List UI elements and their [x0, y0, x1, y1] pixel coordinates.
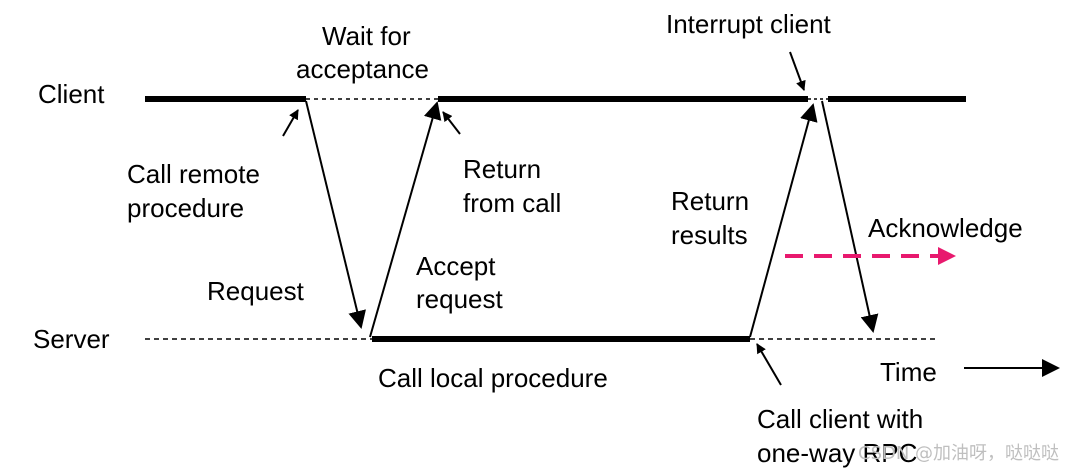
request-arrow — [305, 100, 366, 329]
server-lane-label: Server — [33, 324, 110, 354]
interrupt-client-pointer-arrow — [789, 51, 806, 91]
time-label: Time — [880, 357, 937, 387]
client-lane-label: Client — [38, 79, 105, 109]
acknowledge-label: Acknowledge — [868, 213, 1023, 243]
accept-request-label-line2: request — [416, 284, 503, 314]
wait-for-label-line1: Wait for — [322, 21, 411, 51]
request-label: Request — [207, 276, 305, 306]
call-remote-label-line1: Call remote — [127, 159, 260, 189]
call-client-label-line2: one-way RPC — [757, 438, 917, 468]
call-client-label-line1: Call client with — [757, 404, 923, 434]
accept-request-label-line1: Accept — [416, 251, 496, 281]
return-from-call-label-line1: Return — [463, 154, 541, 184]
call-remote-label-line2: procedure — [127, 193, 244, 223]
call-local-procedure-label: Call local procedure — [378, 363, 608, 393]
accept-arrow — [369, 101, 442, 338]
return-from-call-pointer-arrow — [442, 111, 461, 135]
return-results-arrow — [749, 103, 818, 338]
call-remote-pointer-arrow — [282, 109, 299, 137]
return-results-label-line1: Return — [671, 186, 749, 216]
call-client-pointer-arrow — [756, 343, 782, 386]
watermark-text: CSDN @加油呀，哒哒哒 — [858, 443, 1059, 464]
return-from-call-label-line2: from call — [463, 188, 561, 218]
return-results-label-line2: results — [671, 220, 748, 250]
interrupt-client-label: Interrupt client — [666, 9, 832, 39]
wait-for-label-line2: acceptance — [296, 54, 429, 84]
acknowledge-return-arrow — [821, 100, 879, 333]
